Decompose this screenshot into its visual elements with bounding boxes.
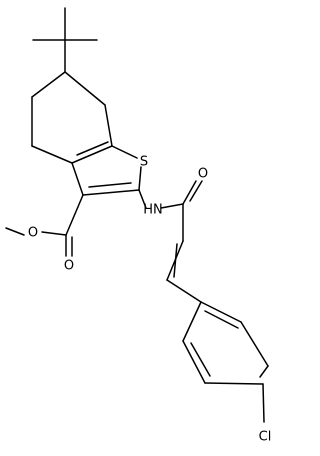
methyl-ester-group bbox=[5, 194, 84, 257]
thiophene-ring bbox=[71, 145, 142, 196]
atom-label-amide-oxygen: O bbox=[198, 167, 208, 182]
bond bbox=[204, 382, 264, 385]
bond bbox=[71, 145, 113, 164]
bond bbox=[111, 145, 138, 159]
bond bbox=[204, 310, 239, 329]
bond bbox=[64, 71, 106, 106]
atom-label-chlorine: Cl bbox=[259, 430, 272, 445]
bond bbox=[31, 145, 73, 164]
bond bbox=[182, 301, 202, 342]
bond bbox=[166, 279, 202, 303]
bond bbox=[41, 231, 67, 236]
molecule-structure-diagram: S O O HN O Cl bbox=[5, 7, 272, 445]
bond bbox=[173, 243, 178, 278]
bond bbox=[88, 182, 132, 188]
bond bbox=[259, 365, 269, 378]
bond bbox=[262, 383, 265, 423]
bond bbox=[182, 340, 206, 384]
bond bbox=[138, 166, 142, 191]
bond bbox=[240, 321, 269, 367]
bond bbox=[104, 104, 113, 147]
atom-label-amine: HN bbox=[143, 203, 163, 218]
bond bbox=[182, 180, 197, 205]
bond bbox=[76, 141, 109, 156]
chlorophenyl-ring bbox=[182, 301, 269, 423]
bond bbox=[65, 194, 84, 236]
bond bbox=[31, 71, 66, 98]
cyclohexene-ring bbox=[31, 71, 113, 164]
bond bbox=[5, 227, 25, 236]
bond bbox=[71, 162, 84, 196]
acrylamide-chain bbox=[138, 180, 203, 303]
bond bbox=[138, 189, 147, 209]
bond bbox=[82, 189, 140, 196]
atom-label-carbonyl-oxygen: O bbox=[64, 259, 74, 274]
atom-label-ester-oxygen: O bbox=[28, 226, 38, 241]
bond bbox=[190, 342, 211, 377]
atom-label-sulfur: S bbox=[140, 155, 148, 170]
bond bbox=[189, 180, 203, 202]
bond bbox=[160, 203, 184, 209]
bond bbox=[200, 301, 242, 323]
tert-butyl-group bbox=[31, 7, 98, 98]
